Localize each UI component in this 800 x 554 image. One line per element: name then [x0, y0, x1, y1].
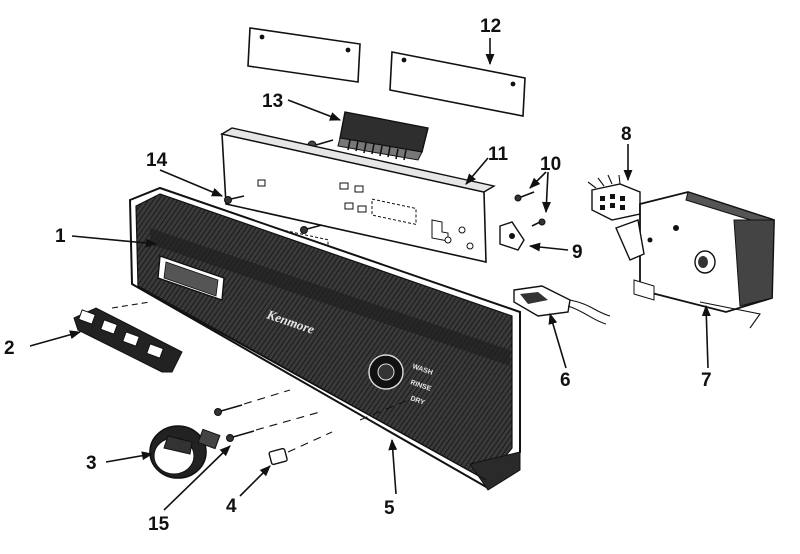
timer-module	[615, 191, 775, 329]
mounting-clip	[268, 431, 333, 466]
callout-5: 5	[384, 498, 395, 519]
callout-7: 7	[701, 370, 712, 391]
small-bracket	[499, 221, 525, 251]
panel-screw-upper	[214, 389, 291, 416]
screw-bracket-mid	[300, 224, 323, 234]
wire-connector	[587, 174, 641, 221]
callout-2: 2	[4, 338, 15, 359]
callout-13: 13	[262, 91, 283, 112]
callout-11: 11	[488, 144, 509, 165]
callout-3: 3	[86, 453, 97, 474]
control-panel: Kenmore WASH RINSE DRY	[128, 186, 521, 491]
callout-4: 4	[226, 496, 237, 517]
callout-15: 15	[148, 514, 170, 535]
callout-10: 10	[540, 154, 561, 175]
callout-9: 9	[572, 242, 583, 263]
push-button-set	[73, 307, 183, 373]
callout-6: 6	[560, 370, 571, 391]
screw-bracket-left	[224, 195, 245, 204]
callout-1: 1	[55, 226, 66, 247]
terminal-block	[337, 111, 429, 161]
dial-label-3: DRY	[409, 395, 425, 406]
leader-lines	[29, 38, 711, 511]
screw-10-lower	[531, 218, 546, 227]
cover-plate-left	[247, 27, 361, 83]
callout-14: 14	[146, 150, 168, 171]
callout-8: 8	[621, 124, 632, 145]
screw-10-upper	[514, 191, 535, 202]
mounting-bracket	[220, 127, 496, 264]
callout-12: 12	[480, 16, 501, 37]
cover-plate-right	[389, 51, 526, 117]
door-switch	[513, 285, 611, 325]
panel-screw-lower	[226, 411, 321, 442]
callout-labels: 12 13 11 14 10 8 1 9 2 6 7 3 4 5 15	[4, 16, 712, 535]
control-knob	[149, 425, 221, 479]
